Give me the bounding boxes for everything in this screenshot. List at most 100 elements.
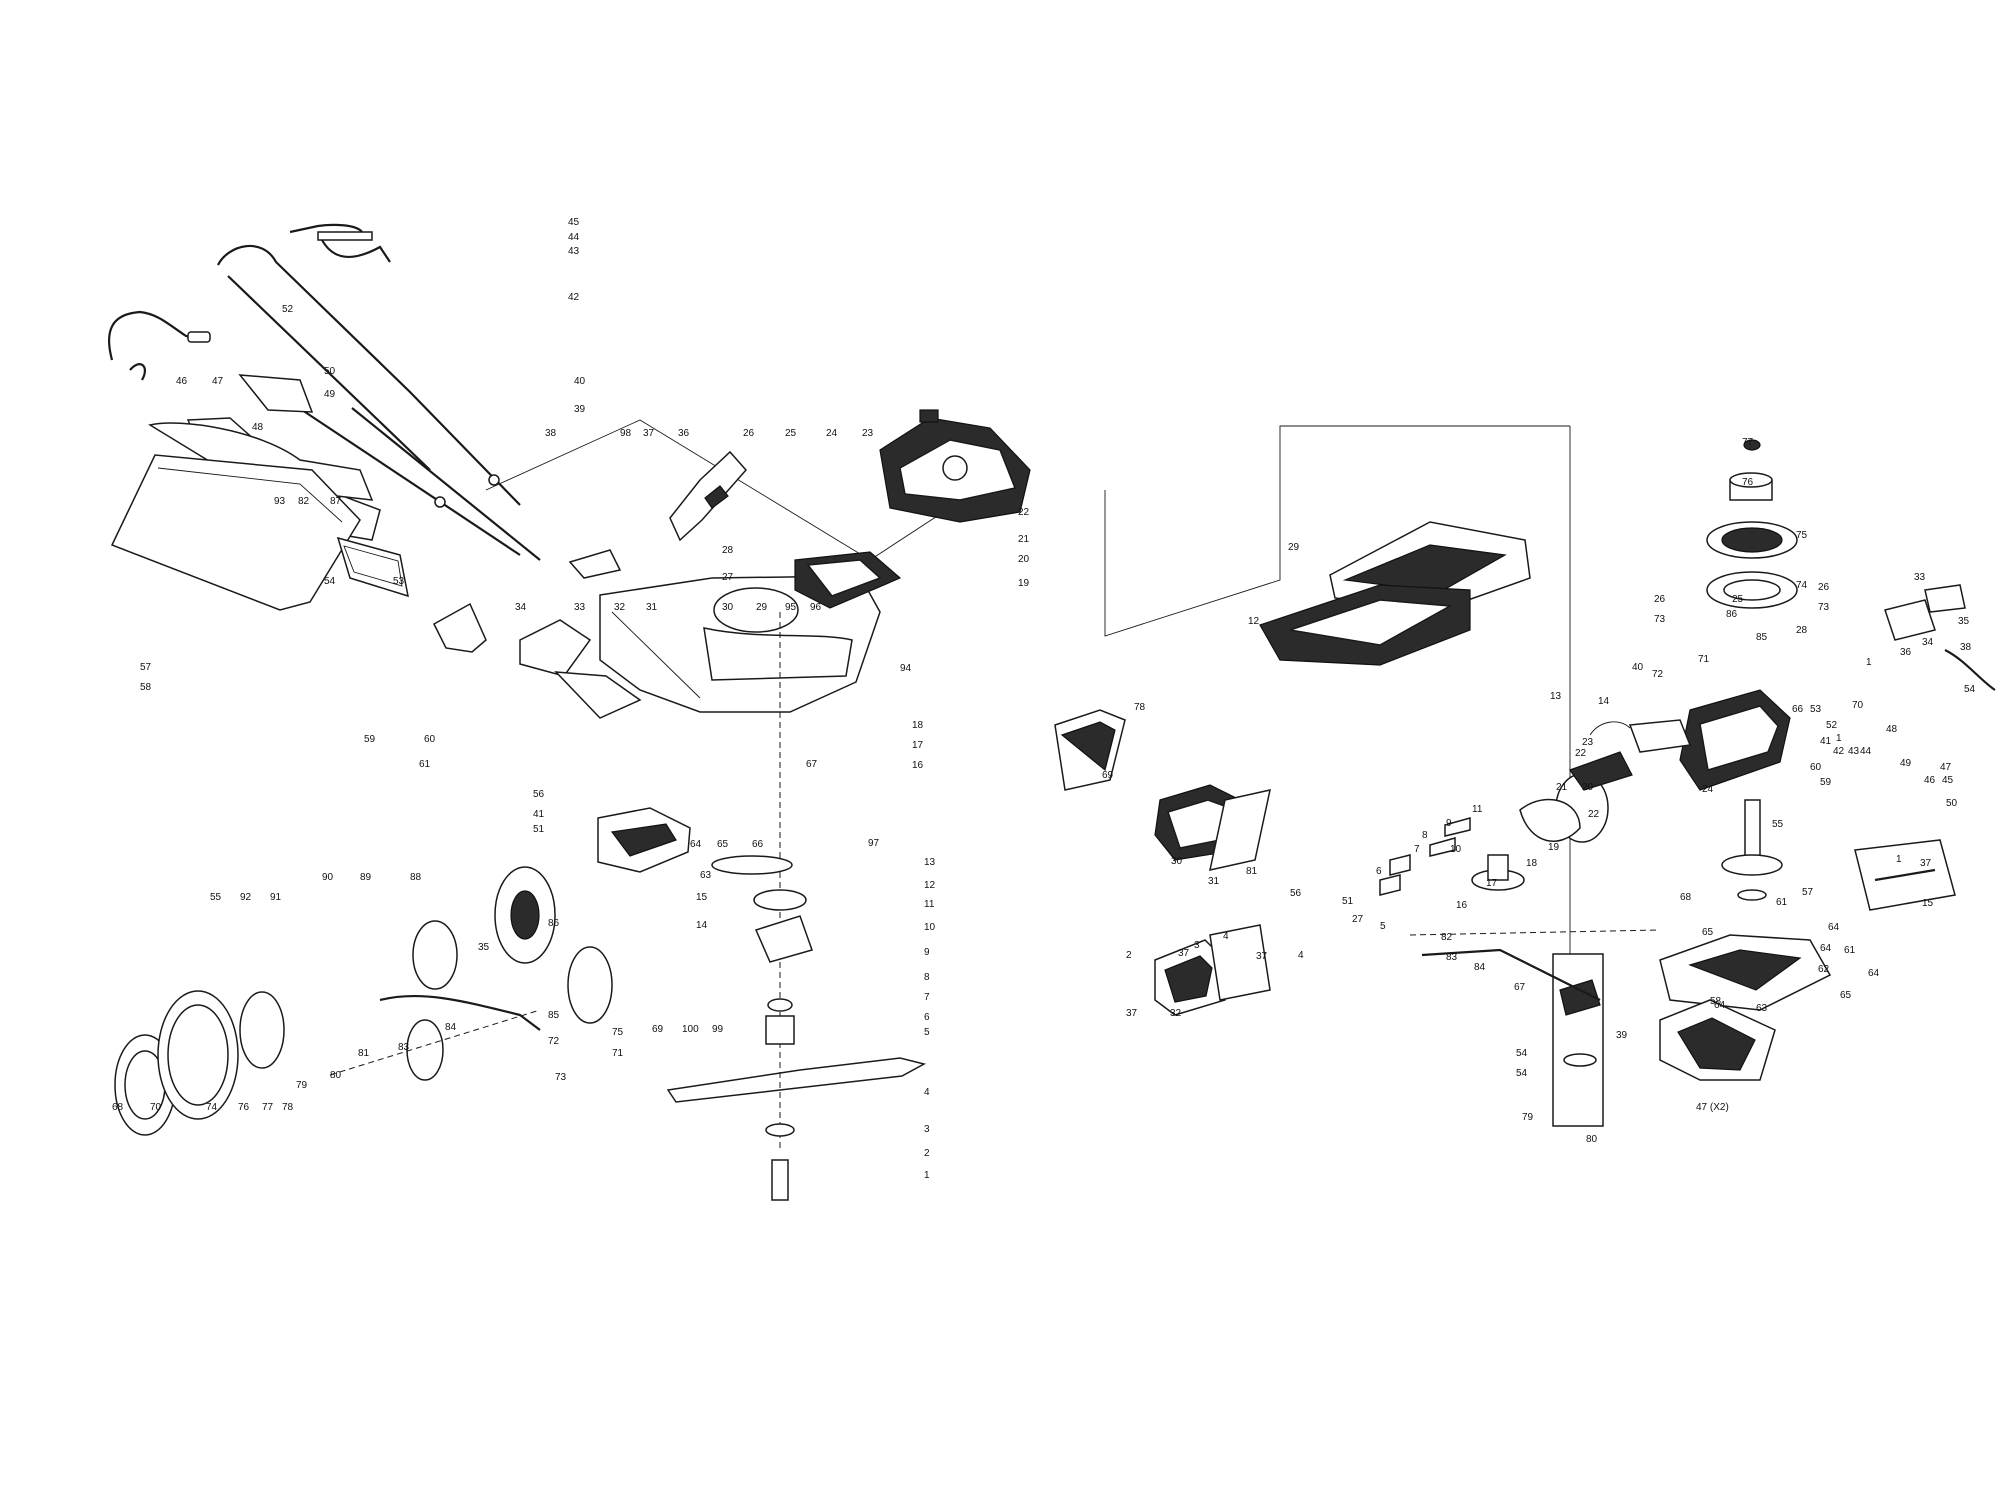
part-number-label: 81 bbox=[1246, 866, 1258, 877]
part-number-label: 63 bbox=[700, 870, 712, 881]
part-number-label: 100 bbox=[682, 1024, 699, 1035]
part-number-label: 36 bbox=[1900, 647, 1912, 658]
part-number-label: 23 bbox=[1582, 737, 1594, 748]
part-number-label: 30 bbox=[722, 602, 734, 613]
part-number-label: 5 bbox=[924, 1027, 930, 1038]
part-number-label: 69 bbox=[652, 1024, 664, 1035]
part-number-label: 17 bbox=[1486, 878, 1498, 889]
part-number-label: 39 bbox=[574, 404, 586, 415]
part-number-label: 3 bbox=[1194, 940, 1200, 951]
part-number-label: 85 bbox=[1756, 632, 1768, 643]
engine-exploded-assembly bbox=[1054, 425, 1996, 1127]
part-number-label: 85 bbox=[548, 1010, 560, 1021]
cam-gear-17 bbox=[1471, 854, 1525, 891]
part-number-label: 31 bbox=[646, 602, 658, 613]
part-number-label: 44 bbox=[568, 232, 580, 243]
part-number-label: 37 bbox=[1126, 1008, 1138, 1019]
part-number-label: 30 bbox=[1171, 856, 1183, 867]
part-number-label: 16 bbox=[1456, 900, 1468, 911]
part-number-label: 35 bbox=[478, 942, 490, 953]
governor-shaft-32 bbox=[1421, 948, 1601, 1001]
rear-flap-61 bbox=[336, 536, 409, 598]
part-number-label: 80 bbox=[330, 1070, 342, 1081]
part-number-label: 57 bbox=[1802, 887, 1814, 898]
part-number-label: 22 bbox=[1588, 809, 1600, 820]
part-number-label: 7 bbox=[924, 992, 930, 1003]
part-number-label: 59 bbox=[364, 734, 376, 745]
flywheel-stack bbox=[1706, 439, 1798, 609]
part-number-label: 20 bbox=[1018, 554, 1030, 565]
part-number-label: 61 bbox=[1776, 897, 1788, 908]
part-number-label: 86 bbox=[548, 918, 560, 929]
part-number-label: 38 bbox=[545, 428, 557, 439]
part-number-label: 11 bbox=[924, 899, 935, 910]
part-number-label: 26 bbox=[1818, 582, 1830, 593]
part-number-label: 73 bbox=[1654, 614, 1666, 625]
part-number-label: 10 bbox=[1450, 844, 1462, 855]
part-number-label: 77 bbox=[262, 1102, 274, 1113]
part-number-label: 56 bbox=[1290, 888, 1302, 899]
part-number-label: 64 bbox=[1820, 943, 1832, 954]
part-number-label: 70 bbox=[1852, 700, 1864, 711]
part-number-label: 53 bbox=[393, 576, 405, 587]
part-number-label: 26 bbox=[743, 428, 755, 439]
part-number-label: 14 bbox=[696, 920, 708, 931]
part-number-label: 56 bbox=[533, 789, 545, 800]
part-number-label: 21 bbox=[1018, 534, 1030, 545]
part-number-label: 61 bbox=[1844, 945, 1856, 956]
part-number-label: 97 bbox=[868, 838, 880, 849]
part-number-label: 9 bbox=[1446, 818, 1452, 829]
part-number-label: 34 bbox=[515, 602, 527, 613]
part-number-label: 22 bbox=[1018, 507, 1030, 518]
part-number-label: 20 bbox=[1582, 782, 1594, 793]
part-number-label: 47 bbox=[1940, 762, 1952, 773]
part-number-label: 17 bbox=[912, 740, 924, 751]
part-number-label: 46 bbox=[176, 376, 188, 387]
dipstick-58 bbox=[1854, 839, 1956, 911]
part-number-label: 55 bbox=[210, 892, 222, 903]
part-number-label: 81 bbox=[358, 1048, 370, 1059]
part-number-label: 48 bbox=[252, 422, 264, 433]
part-number-label: 72 bbox=[548, 1036, 560, 1047]
part-number-label: 29 bbox=[756, 602, 768, 613]
part-number-label: 9 bbox=[924, 947, 930, 958]
part-number-label: 32 bbox=[614, 602, 626, 613]
part-number-label: 18 bbox=[912, 720, 924, 731]
part-number-label: 37 bbox=[1256, 951, 1268, 962]
valve-parts bbox=[1379, 817, 1471, 896]
part-number-label: 66 bbox=[752, 839, 764, 850]
part-number-label: 84 bbox=[1474, 962, 1486, 973]
part-number-label: 72 bbox=[1652, 669, 1664, 680]
part-number-label: 64 bbox=[1828, 922, 1840, 933]
part-number-label: 91 bbox=[270, 892, 282, 903]
part-number-label: 90 bbox=[322, 872, 334, 883]
part-number-label: 23 bbox=[862, 428, 874, 439]
part-number-label: 45 bbox=[568, 217, 580, 228]
part-number-label: 43 bbox=[568, 246, 580, 257]
crankshaft-55 bbox=[1721, 799, 1783, 901]
part-number-label: 38 bbox=[1960, 642, 1972, 653]
part-number-label: 64 bbox=[1868, 968, 1880, 979]
part-number-label: 4 bbox=[1298, 950, 1304, 961]
part-number-label: 62 bbox=[1818, 964, 1830, 975]
part-number-label: 8 bbox=[1422, 830, 1428, 841]
part-number-label: 49 bbox=[1900, 758, 1912, 769]
part-number-label: 12 bbox=[924, 880, 936, 891]
control-bracket-left bbox=[433, 549, 642, 719]
part-number-label: 60 bbox=[424, 734, 436, 745]
part-number-label: 35 bbox=[1958, 616, 1970, 627]
part-number-label: 75 bbox=[1796, 530, 1808, 541]
part-number-label: 94 bbox=[900, 663, 912, 674]
part-number-label: 43 bbox=[1848, 746, 1860, 757]
part-number-label: 32 bbox=[1170, 1008, 1182, 1019]
part-number-label: 51 bbox=[533, 824, 545, 835]
height-adjust-63 bbox=[597, 807, 691, 873]
part-number-label: 54 bbox=[1516, 1068, 1528, 1079]
part-number-label: 68 bbox=[1680, 892, 1692, 903]
part-number-label: 67 bbox=[806, 759, 818, 770]
part-number-label: 47 (X2) bbox=[1696, 1102, 1729, 1113]
part-number-label: 40 bbox=[1632, 662, 1644, 673]
part-number-label: 89 bbox=[360, 872, 372, 883]
part-number-label: 73 bbox=[555, 1072, 567, 1083]
part-number-label: 22 bbox=[1575, 748, 1587, 759]
